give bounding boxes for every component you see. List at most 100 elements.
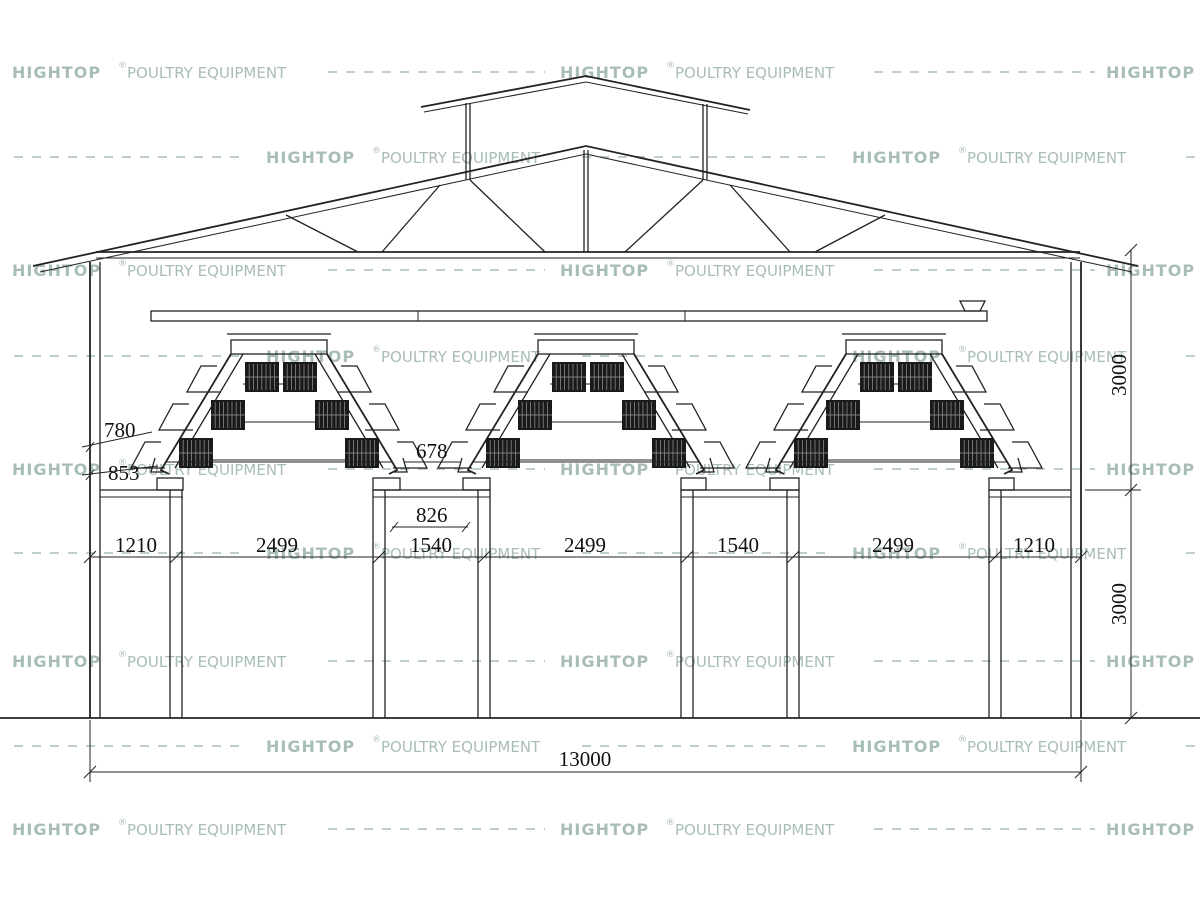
watermark-brand: HIGHTOP — [560, 820, 649, 839]
foot-left — [150, 457, 165, 473]
tier-outline-right — [1008, 441, 1044, 469]
watermark-registered: ® — [958, 542, 967, 552]
tier-outline-right — [952, 365, 988, 393]
cage-top-platform — [845, 339, 943, 355]
watermark-registered: ® — [666, 650, 675, 660]
watermark-block: HIGHTOP®POULTRY EQUIPMENT — [12, 650, 287, 671]
watermark-subtitle: POULTRY EQUIPMENT — [127, 64, 287, 82]
foot-right — [1008, 457, 1023, 473]
watermark-registered: ® — [118, 61, 127, 71]
watermark-brand: HIGHTOP — [852, 544, 941, 563]
watermark-registered: ® — [118, 818, 127, 828]
watermark-registered: ® — [372, 735, 381, 745]
foot-left — [457, 457, 472, 473]
tier-outline-left — [772, 403, 808, 431]
foot-right — [393, 457, 408, 473]
tier-outline-right — [980, 403, 1016, 431]
cage-depth-top-label: 780 — [104, 418, 136, 442]
cage-battery — [744, 333, 1044, 475]
watermark-block: HIGHTOP®POULTRY EQUIPMENT — [12, 61, 287, 82]
watermark-brand: HIGHTOP — [560, 460, 649, 479]
watermark-brand: HIGHTOP — [560, 261, 649, 280]
frame-leg-right — [326, 353, 399, 475]
feed-hopper — [958, 300, 987, 312]
pedestal — [769, 477, 800, 491]
watermark-brand: HIGHTOP — [1106, 820, 1195, 839]
bird-block — [486, 438, 520, 468]
cage-top-platform — [537, 339, 635, 355]
wall-height-label: 3000 — [1107, 583, 1131, 625]
bird-block — [245, 362, 279, 392]
watermark-registered: ® — [958, 735, 967, 745]
watermark-registered: ® — [958, 345, 967, 355]
vent-cap-roof — [420, 75, 751, 111]
watermark-block: HIGHTOP®POULTRY EQUIPMENT — [560, 650, 835, 671]
tier-outline-left — [800, 365, 836, 393]
bird-block — [930, 400, 964, 430]
watermark-block: HIGHTOP®POULTRY EQUIPMENT — [12, 818, 287, 839]
frame-leg-left — [774, 353, 847, 475]
aisle-width-label: 2499 — [872, 533, 914, 557]
tier-outline-left — [129, 441, 165, 469]
feed-pipe — [150, 310, 988, 322]
watermark-block: HIGHTOP®POULTRY EQUIPMENT — [852, 735, 1127, 756]
bird-block — [960, 438, 994, 468]
aisle-dimension-tick — [372, 550, 386, 564]
bird-block — [283, 362, 317, 392]
pedestal — [680, 477, 707, 491]
watermark-subtitle: POULTRY EQUIPMENT — [381, 149, 541, 167]
main-roof-inner — [39, 153, 1133, 273]
watermark-registered: ® — [118, 650, 127, 660]
bird-block — [518, 400, 552, 430]
watermark-block: HIGHTOP®POULTRY EQUIPMENT — [266, 146, 541, 167]
frame-leg-left — [159, 353, 232, 475]
watermark-brand: HIGHTOP — [12, 820, 101, 839]
watermark-block: HIGHTOP ®POULTRY EQUIPMENT — [266, 542, 541, 563]
tier-outline-right — [644, 365, 680, 393]
pit-width-label: 826 — [416, 503, 448, 527]
tier-outline-right — [672, 403, 708, 431]
watermark-registered: ® — [372, 146, 381, 156]
watermark-subtitle: POULTRY EQUIPMENT — [381, 738, 541, 756]
watermark-subtitle: POULTRY EQUIPMENT — [381, 545, 541, 563]
bird-block — [211, 400, 245, 430]
bird-block — [315, 400, 349, 430]
watermark-brand: HIGHTOP — [266, 544, 355, 563]
main-roof — [32, 145, 1139, 267]
aisle-width-label: 1540 — [410, 533, 452, 557]
watermark-block: HIGHTOP®POULTRY EQUIPMENT — [852, 542, 1127, 563]
frame-leg-left — [466, 353, 539, 475]
pit-columns — [100, 477, 1071, 718]
bird-block — [826, 400, 860, 430]
watermark-brand: HIGHTOP — [12, 261, 101, 280]
aisle-width-label: 1540 — [717, 533, 759, 557]
watermark-block: HIGHTOP®POULTRY EQUIPMENT — [560, 259, 835, 280]
watermark-block: HIGHTOP®POULTRY EQUIPMENT — [560, 818, 835, 839]
leader-780 — [81, 431, 153, 448]
watermark-brand: HIGHTOP — [266, 737, 355, 756]
tier-offset-label: 678 — [416, 439, 448, 463]
pedestal — [372, 477, 401, 491]
watermark-registered: ® — [958, 146, 967, 156]
watermark-block: HIGHTOP®POULTRY EQUIPMENT — [852, 345, 1127, 366]
cage-battery — [436, 333, 736, 475]
bird-block — [345, 438, 379, 468]
aisle-width-label: 2499 — [564, 533, 606, 557]
frame-leg-right — [633, 353, 706, 475]
tier-outline-left — [436, 441, 472, 469]
watermark-block: HIGHTOP®POULTRY EQUIPMENT — [1106, 652, 1194, 671]
watermark-subtitle: POULTRY EQUIPMENT — [381, 348, 541, 366]
aisle-width-label: 1210 — [1013, 533, 1055, 557]
tier-outline-right — [393, 441, 429, 469]
watermark-registered: ® — [372, 542, 381, 552]
watermark-registered: ® — [666, 259, 675, 269]
watermark-subtitle: POULTRY EQUIPMENT — [967, 149, 1127, 167]
watermark-subtitle: POULTRY EQUIPMENT — [127, 461, 287, 479]
watermark-subtitle: POULTRY EQUIPMENT — [967, 348, 1127, 366]
watermark-brand: HIGHTOP — [852, 737, 941, 756]
watermark-brand: HIGHTOP — [1106, 63, 1195, 82]
